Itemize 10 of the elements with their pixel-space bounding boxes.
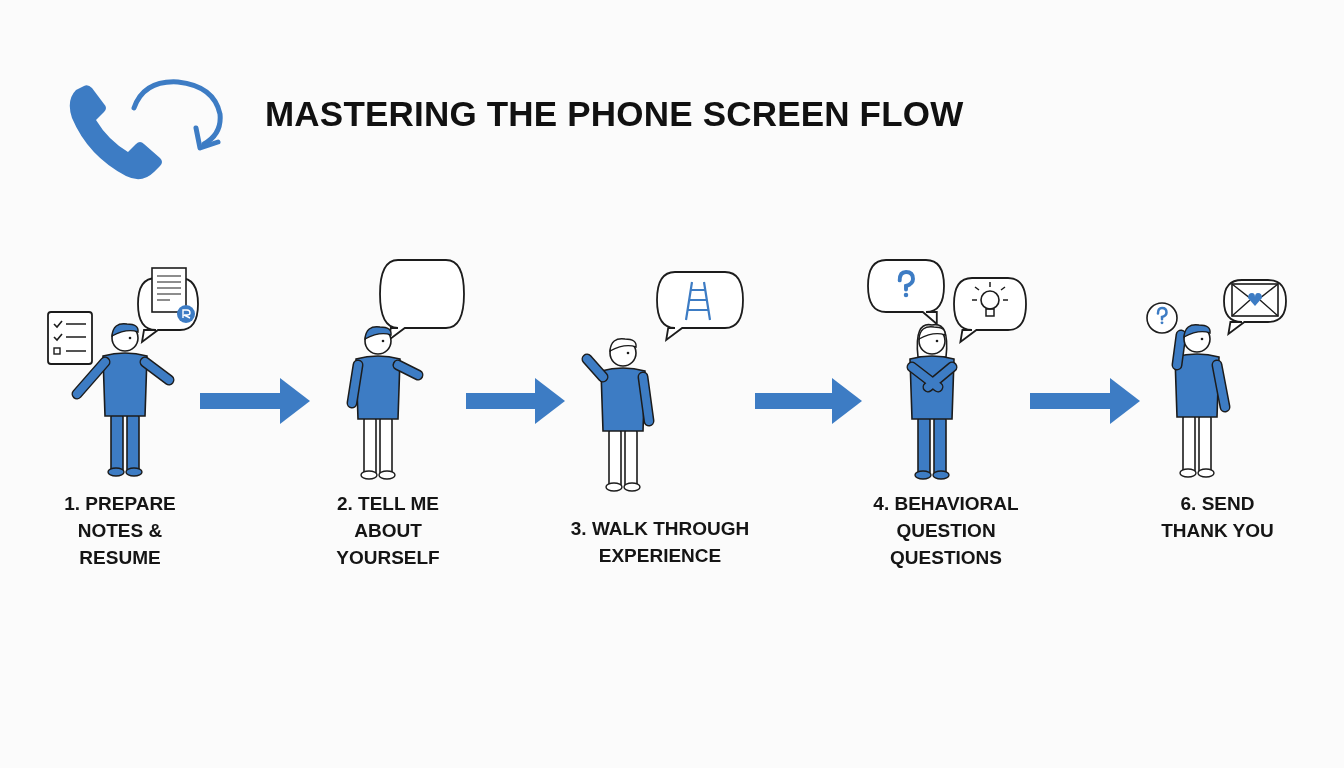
step-label: 1. PREPARE NOTES & RESUME	[63, 492, 177, 570]
title: MASTERING THE PHONE SCREEN FLOW	[265, 94, 964, 134]
arrow	[466, 378, 565, 424]
step-label: 4. BEHAVIORAL QUESTION QUESTIONS	[872, 492, 1020, 570]
step-label: 2. TELL ME ABOUT YOURSELF	[335, 492, 441, 570]
step-label: 6. SEND THANK YOU	[1160, 492, 1275, 543]
step-label: 3. WALK THROUGH EXPERIENCE	[569, 517, 751, 568]
arrow	[755, 378, 862, 424]
arrow	[1030, 378, 1140, 424]
arrow	[200, 378, 310, 424]
